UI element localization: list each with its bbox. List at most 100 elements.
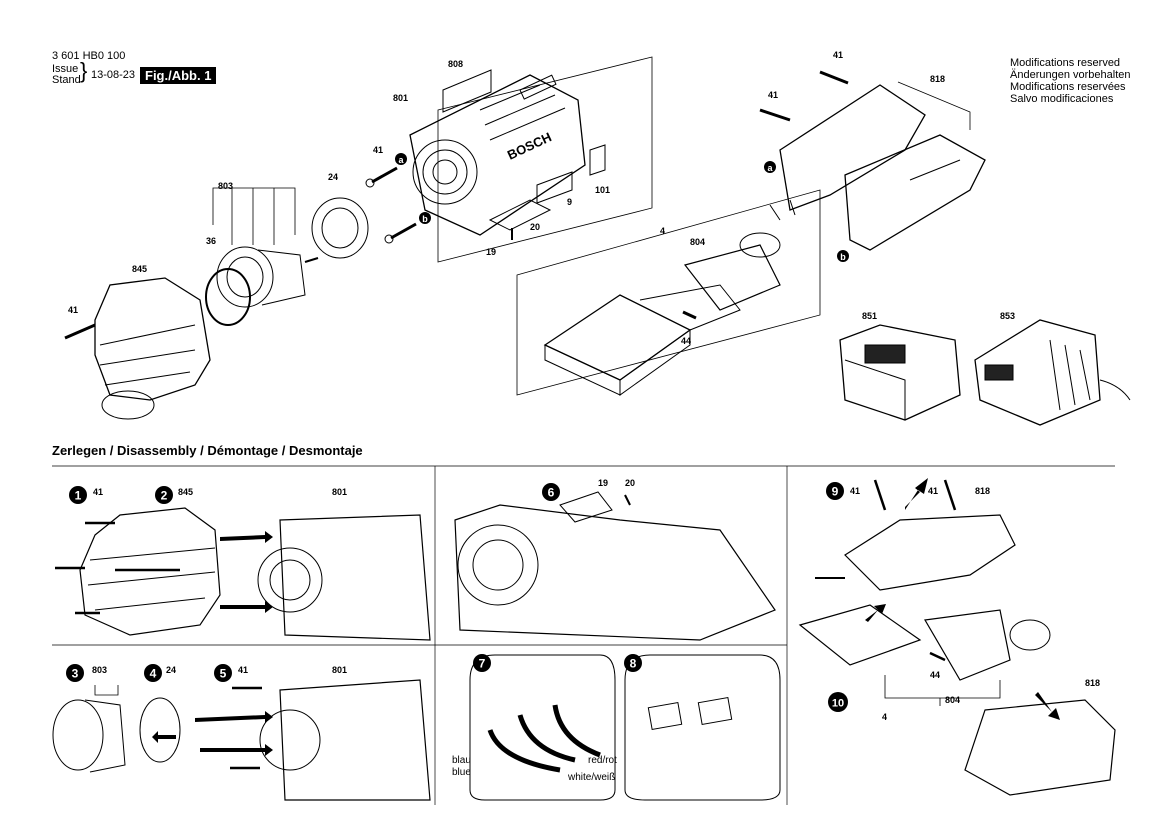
step-number: 5 — [220, 667, 227, 681]
callout-b: b — [419, 212, 431, 224]
part-label: 19 — [486, 247, 496, 257]
step-number: 8 — [630, 657, 637, 671]
part-label: 818 — [930, 74, 945, 84]
part-label: 818 — [975, 486, 990, 496]
housing-shell-818 — [769, 84, 986, 251]
brace: } — [80, 58, 88, 83]
screw-41 — [943, 479, 957, 511]
issue-date: 13-08-23 — [91, 69, 136, 81]
step-1: 1 — [69, 486, 87, 504]
step-7: 7 — [473, 654, 491, 672]
arrow-remove — [195, 711, 273, 723]
leader-804 — [884, 675, 1001, 706]
part-label: 41 — [93, 487, 103, 497]
stand-label: Stand — [52, 74, 81, 86]
screw-41 — [64, 323, 96, 340]
part-label: 818 — [1085, 678, 1100, 688]
label-plate-808 — [442, 69, 492, 113]
part-label: 44 — [930, 670, 940, 680]
part-label: 41 — [68, 305, 78, 315]
part-label: 101 — [595, 185, 610, 195]
callout-letter: b — [422, 214, 428, 224]
part-label: 804 — [945, 695, 960, 705]
charger-853 — [974, 319, 1131, 426]
step-5: 5 — [214, 664, 232, 682]
part-label: 41 — [850, 486, 860, 496]
callout-letter: b — [840, 252, 846, 262]
motor-housing-801 — [409, 74, 586, 236]
screw-41 — [384, 222, 417, 244]
callout-b: b — [837, 250, 849, 262]
label-plate-101 — [589, 144, 606, 176]
figure-label: Fig./Abb. 1 — [140, 67, 217, 84]
wire-label-red: red/rot — [588, 755, 617, 766]
plate-19 — [559, 491, 613, 523]
callout-letter: a — [767, 163, 773, 173]
part-label: 845 — [132, 264, 147, 274]
electronics-module-4 — [543, 284, 741, 396]
part-label: 4 — [882, 712, 887, 722]
spring-44 — [929, 651, 946, 662]
electronics-module-4 — [798, 604, 922, 666]
step-4: 4 — [144, 664, 162, 682]
part-label: 41 — [928, 486, 938, 496]
modifications-notice: Modifications reserved Änderungen vorbeh… — [1010, 57, 1130, 105]
screw-41 — [873, 479, 887, 511]
step-number: 10 — [832, 698, 844, 710]
part-label: 41 — [833, 50, 843, 60]
switch-804 — [924, 609, 1011, 681]
step-number: 4 — [150, 667, 157, 681]
spring-44 — [682, 310, 697, 320]
plate-19 — [488, 199, 552, 231]
step-9: 9 — [826, 482, 844, 500]
document-number: 3 601 HB0 100 — [52, 50, 126, 62]
gear-head-845 — [79, 507, 221, 636]
disassembly-grid — [52, 465, 1115, 805]
step-number: 2 — [161, 489, 168, 503]
part-label: 20 — [625, 478, 635, 488]
step-8: 8 — [624, 654, 642, 672]
wire-label-white: white/weiß — [567, 772, 615, 783]
part-label: 36 — [206, 236, 216, 246]
step-3: 3 — [66, 664, 84, 682]
part-label: 41 — [373, 145, 383, 155]
step-number: 3 — [72, 667, 79, 681]
part-label: 851 — [862, 311, 877, 321]
part-label: 801 — [332, 487, 347, 497]
brand-logo: BOSCH — [505, 129, 554, 162]
motor-housing-801 — [279, 679, 431, 801]
part-label: 803 — [92, 665, 107, 675]
o-ring-36 — [205, 268, 251, 326]
screw-20 — [624, 494, 631, 506]
arrow-insert — [1035, 692, 1060, 720]
part-label: 845 — [178, 487, 193, 497]
part-label: 9 — [567, 197, 572, 207]
part-label: 801 — [332, 665, 347, 675]
housing-shell-818 — [964, 699, 1116, 796]
step-10: 10 — [828, 692, 848, 712]
battery-851 — [839, 324, 961, 421]
frame-outline — [437, 56, 653, 263]
wire-label-blue: blau — [452, 755, 471, 766]
part-label: 803 — [218, 181, 233, 191]
part-label: 20 — [530, 222, 540, 232]
arrow-lift — [905, 478, 928, 510]
modifications-line: Modifications reserved — [1010, 57, 1121, 69]
gear-head-845 — [94, 277, 211, 420]
issue-label: Issue — [52, 63, 79, 75]
modifications-line: Änderungen vorbehalten — [1010, 69, 1131, 81]
armature-803 — [216, 246, 319, 308]
screw-41 — [759, 108, 791, 122]
wire-label-blue-en: blue — [452, 767, 471, 778]
screw-41 — [819, 70, 849, 85]
step-2: 2 — [155, 486, 173, 504]
frame-outline — [516, 189, 821, 396]
part-label: 19 — [598, 478, 608, 488]
step-6: 6 — [542, 483, 560, 501]
part-label: 24 — [166, 665, 176, 675]
part-label: 804 — [690, 237, 705, 247]
part-label: 801 — [393, 93, 408, 103]
step-number: 6 — [548, 486, 555, 500]
connector-detail — [624, 654, 781, 801]
